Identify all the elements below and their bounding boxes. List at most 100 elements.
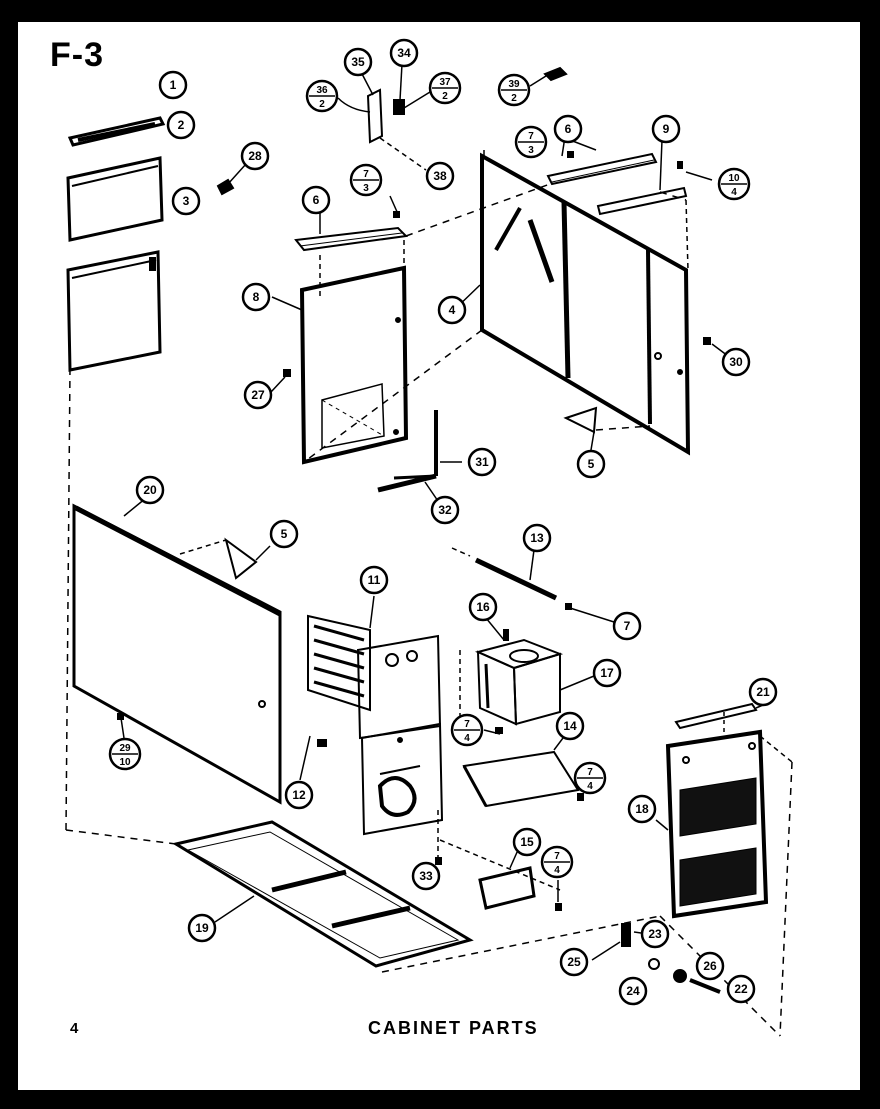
- callout-6-right: 6: [553, 114, 583, 144]
- svg-text:6: 6: [565, 122, 572, 136]
- part-14-tray: [462, 727, 584, 808]
- svg-text:3: 3: [528, 145, 534, 156]
- figure-id: F-3: [50, 36, 104, 74]
- callout-8: 8: [241, 282, 271, 312]
- fraction-callouts: 36 2 37 2 39 2 7 3 7 3: [108, 71, 751, 879]
- callout-18: 18: [627, 794, 657, 824]
- part-13-rail: [451, 547, 615, 623]
- callout-2: 2: [166, 110, 196, 140]
- svg-text:22: 22: [734, 982, 748, 996]
- svg-text:7: 7: [464, 719, 470, 730]
- part-19-base-pan: [172, 820, 661, 973]
- svg-text:2: 2: [178, 118, 185, 132]
- part-5-triangle-bottom: [179, 537, 271, 580]
- svg-text:21: 21: [756, 685, 770, 699]
- callout-11: 11: [359, 565, 389, 595]
- fraction-callout-29-10: 29 10: [108, 737, 142, 771]
- callout-5-bottom: 5: [269, 519, 299, 549]
- callout-22: 22: [726, 974, 756, 1004]
- callout-12: 12: [284, 780, 314, 810]
- callout-33: 33: [411, 861, 441, 891]
- svg-text:36: 36: [316, 85, 328, 96]
- callout-4: 4: [437, 295, 467, 325]
- svg-text:18: 18: [635, 802, 649, 816]
- svg-text:37: 37: [439, 77, 451, 88]
- part-18-front-grille: [655, 729, 793, 1037]
- svg-text:6: 6: [313, 193, 320, 207]
- svg-text:9: 9: [663, 122, 670, 136]
- page-number: 4: [70, 1020, 79, 1037]
- callout-35: 35: [343, 47, 373, 77]
- svg-text:2: 2: [319, 99, 325, 110]
- svg-text:10: 10: [119, 757, 131, 768]
- callout-3: 3: [171, 186, 201, 216]
- part-17-control-box: [459, 617, 595, 740]
- callout-24: 24: [618, 976, 648, 1006]
- svg-text:16: 16: [476, 600, 490, 614]
- fraction-callout-36-2: 36 2: [305, 79, 339, 113]
- svg-text:7: 7: [624, 619, 631, 633]
- svg-text:11: 11: [368, 573, 381, 587]
- part-9-rail: [596, 139, 713, 216]
- callout-25: 25: [559, 947, 589, 977]
- svg-text:2: 2: [511, 93, 517, 104]
- svg-text:31: 31: [475, 455, 489, 469]
- svg-text:5: 5: [588, 457, 595, 471]
- svg-text:7: 7: [363, 169, 369, 180]
- callout-26: 26: [695, 951, 725, 981]
- fraction-callout-39-2: 39 2: [497, 73, 531, 107]
- part-8-side-panel: [270, 240, 409, 465]
- callout-20: 20: [135, 475, 165, 505]
- svg-text:27: 27: [251, 388, 265, 402]
- callout-16: 16: [468, 592, 498, 622]
- callout-32: 32: [430, 495, 460, 525]
- callout-9: 9: [651, 114, 681, 144]
- callout-19: 19: [187, 913, 217, 943]
- part-22-26-hardware: [591, 923, 721, 994]
- svg-text:3: 3: [183, 194, 190, 208]
- callout-14: 14: [555, 711, 585, 741]
- svg-text:4: 4: [731, 187, 737, 198]
- svg-text:13: 13: [530, 531, 544, 545]
- callout-23: 23: [640, 919, 670, 949]
- svg-text:14: 14: [563, 719, 577, 733]
- svg-text:8: 8: [253, 290, 260, 304]
- svg-text:33: 33: [419, 869, 433, 883]
- svg-text:20: 20: [143, 483, 157, 497]
- svg-text:39: 39: [508, 79, 520, 90]
- svg-text:4: 4: [464, 733, 470, 744]
- svg-text:28: 28: [248, 149, 262, 163]
- svg-text:3: 3: [363, 183, 369, 194]
- svg-text:12: 12: [292, 788, 306, 802]
- svg-text:5: 5: [281, 527, 288, 541]
- fraction-callout-10-4: 10 4: [717, 167, 751, 201]
- part-3-lower-panel: [66, 250, 162, 372]
- fraction-callout-7-4-a: 7 4: [450, 713, 484, 747]
- part-20-side-panel: [72, 497, 282, 805]
- callout-31: 31: [467, 447, 497, 477]
- callout-labels: 1 2 3 28 35 34 38 6 8 27 31 32 6 9 4 30 …: [135, 38, 778, 1006]
- part-1-top-trim: [67, 116, 166, 147]
- sheet-title: CABINET PARTS: [368, 1018, 539, 1038]
- part-11-blower-assembly: [299, 595, 444, 865]
- part-39-screw: [529, 66, 568, 87]
- part-5-triangle-top: [563, 406, 598, 457]
- callout-38: 38: [425, 161, 455, 191]
- svg-text:4: 4: [587, 781, 593, 792]
- part-4-top-panel: [451, 150, 729, 456]
- callout-28-top: 28: [240, 141, 270, 171]
- svg-text:25: 25: [567, 955, 581, 969]
- svg-text:7: 7: [554, 851, 560, 862]
- svg-text:4: 4: [449, 303, 456, 317]
- svg-text:26: 26: [703, 959, 717, 973]
- svg-text:29: 29: [119, 743, 131, 754]
- svg-text:7: 7: [587, 767, 593, 778]
- part-15-bracket: [439, 839, 562, 911]
- svg-text:23: 23: [648, 927, 662, 941]
- svg-text:4: 4: [554, 865, 560, 876]
- part-28-fastener: [216, 163, 247, 196]
- svg-text:38: 38: [433, 169, 447, 183]
- fraction-callout-37-2: 37 2: [428, 71, 462, 105]
